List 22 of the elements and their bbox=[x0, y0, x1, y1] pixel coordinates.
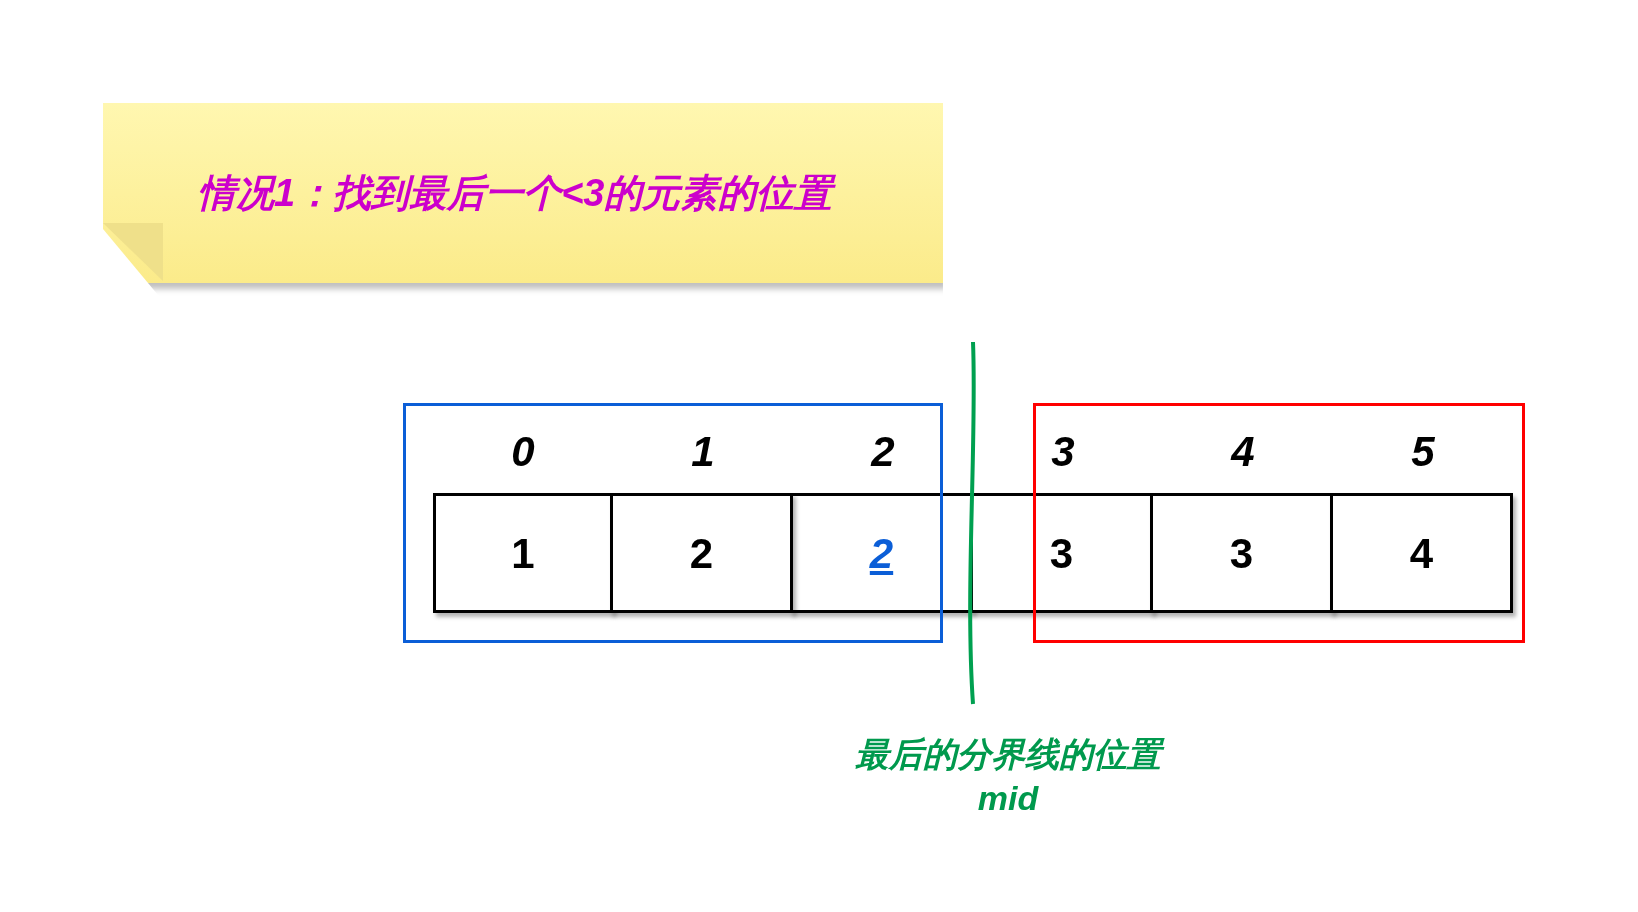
array-cell bbox=[610, 493, 793, 613]
array-cell bbox=[433, 493, 613, 613]
array-cell bbox=[970, 493, 1153, 613]
sticky-note bbox=[103, 103, 943, 283]
cell-value: 1 bbox=[511, 528, 535, 579]
cell-value: 3 bbox=[1049, 528, 1074, 579]
array-cell bbox=[790, 493, 973, 613]
cell-value: 4 bbox=[1409, 528, 1434, 579]
array-cell bbox=[1330, 493, 1513, 613]
index-label: 5 bbox=[1410, 427, 1436, 477]
index-label: 4 bbox=[1229, 427, 1256, 477]
index-label: 0 bbox=[510, 427, 536, 477]
index-label: 3 bbox=[1050, 427, 1076, 477]
cell-value: 2 bbox=[869, 528, 894, 579]
cell-value: 3 bbox=[1229, 528, 1254, 579]
divider-label: mid bbox=[977, 778, 1039, 819]
index-label: 2 bbox=[869, 427, 896, 477]
cell-value: 2 bbox=[689, 528, 714, 579]
array-cell bbox=[1150, 493, 1333, 613]
index-label: 1 bbox=[690, 427, 716, 477]
group-box bbox=[1033, 403, 1525, 643]
group-box bbox=[403, 403, 943, 643]
